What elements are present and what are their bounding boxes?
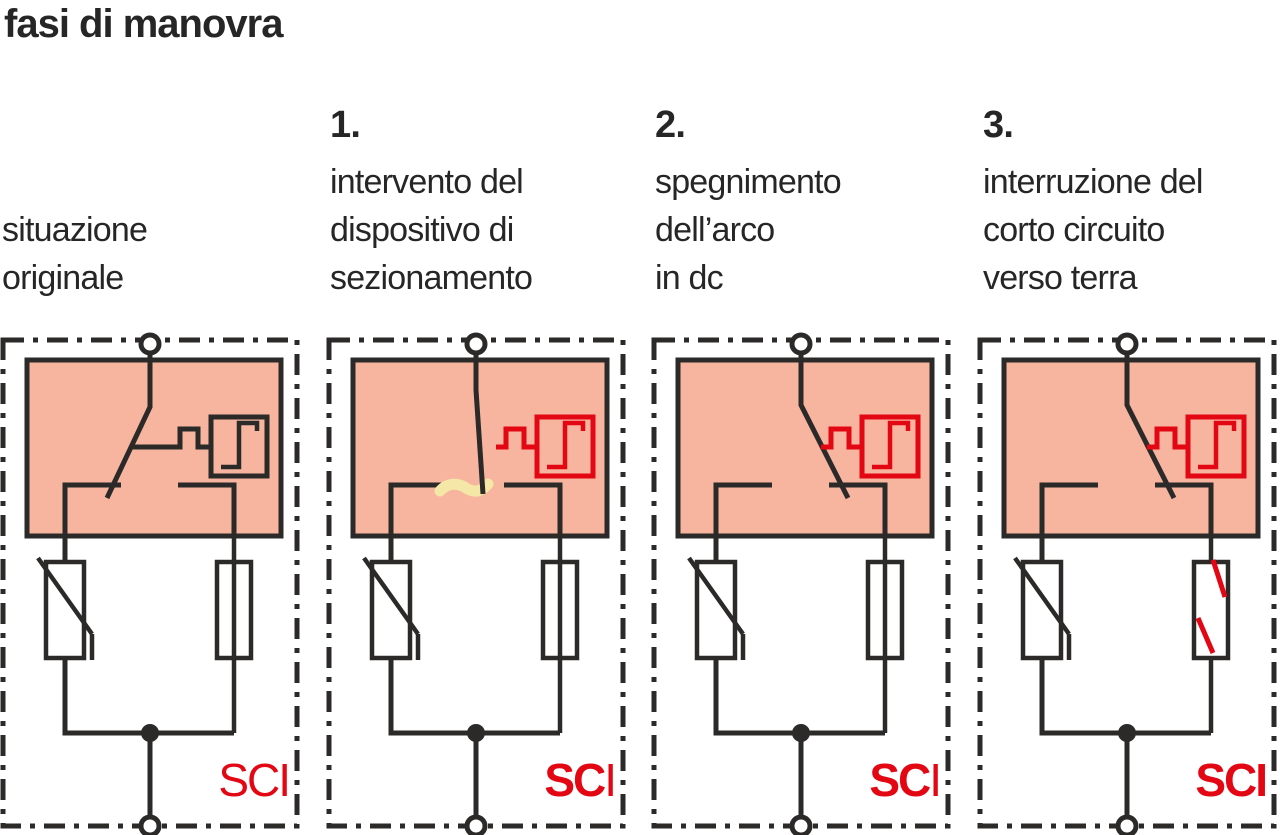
sci-label: SCI — [1195, 754, 1268, 806]
header-phase-1: 1. intervento del dispositivo di seziona… — [330, 100, 640, 302]
sci-label-sc: SC — [544, 754, 606, 806]
bottom-bus — [62, 658, 234, 736]
right-contact — [178, 482, 237, 537]
left-contact — [713, 482, 772, 562]
bottom-bus — [388, 658, 560, 736]
figure-title: fasi di manovra — [4, 2, 283, 46]
left-contact — [388, 482, 447, 562]
circuit-diagram — [326, 332, 626, 835]
sci-label: SCI — [544, 754, 617, 806]
phase-number: 2. — [655, 104, 686, 146]
circuit-diagram — [0, 332, 300, 835]
header-line: dell’arco — [655, 211, 775, 249]
bottom-bus — [713, 658, 885, 736]
fuse-symbol-broken — [1191, 537, 1231, 733]
sci-label-sc: SC — [218, 754, 280, 806]
trigger-pulse-icon-black — [131, 414, 270, 479]
header-line: interruzione del — [983, 163, 1203, 201]
header-line: originale — [2, 259, 124, 297]
left-contact — [1039, 482, 1098, 562]
header-line: intervento del — [330, 163, 524, 201]
switch-blade-closed-right — [798, 353, 851, 500]
trigger-pulse-icon-red — [496, 414, 596, 479]
panel-original-situation: SCI — [0, 330, 302, 835]
varistor-symbol — [1013, 556, 1072, 661]
bottom-terminal — [1115, 814, 1139, 835]
header-line: situazione — [2, 211, 148, 249]
sci-label-sc: SC — [869, 754, 931, 806]
left-contact — [62, 482, 121, 562]
header-phase-2: 2. spegnimento dell’arco in dc — [655, 100, 965, 302]
fuse-symbol-intact — [540, 537, 580, 733]
sci-label-i: I — [1255, 754, 1268, 806]
switch-blade-closed-right — [1124, 353, 1177, 500]
switch-blade-closed-left — [104, 353, 153, 500]
bottom-bus — [1039, 658, 1211, 736]
varistor-symbol — [362, 556, 421, 661]
circuit-diagram — [651, 332, 951, 835]
sci-label-i: I — [929, 754, 942, 806]
trigger-pulse-icon-red — [1147, 414, 1247, 479]
header-situazione-originale: situazione originale — [2, 206, 312, 302]
header-line: sezionamento — [330, 259, 533, 297]
right-contact — [1155, 482, 1214, 537]
sci-label: SCI — [869, 754, 942, 806]
sci-label-i: I — [604, 754, 617, 806]
phase-number: 3. — [983, 104, 1014, 146]
panel-phase-1: SCI — [326, 330, 628, 835]
switch-blade-open — [473, 353, 486, 495]
panel-phase-3: SCI — [977, 330, 1279, 835]
top-terminal — [789, 332, 813, 356]
bottom-terminal — [789, 814, 813, 835]
panel-phase-2: SCI — [651, 330, 953, 835]
header-line: verso terra — [983, 259, 1138, 297]
header-phase-3: 3. interruzione del corto circuito verso… — [983, 100, 1280, 302]
fuse-symbol-intact — [214, 537, 254, 733]
sci-label-sc: SC — [1195, 754, 1257, 806]
top-terminal — [464, 332, 488, 356]
trigger-pulse-icon-red — [821, 414, 921, 479]
top-terminal — [138, 332, 162, 356]
right-contact — [829, 482, 888, 537]
right-contact — [504, 482, 563, 537]
bottom-terminal — [138, 814, 162, 835]
varistor-symbol — [687, 556, 746, 661]
bottom-terminal — [464, 814, 488, 835]
top-terminal — [1115, 332, 1139, 356]
varistor-symbol — [36, 556, 95, 661]
sci-label: SCI — [218, 754, 291, 806]
sci-label-i: I — [278, 754, 291, 806]
header-line: spegnimento — [655, 163, 842, 201]
header-line: corto circuito — [983, 211, 1165, 249]
circuit-diagram — [977, 332, 1277, 835]
phase-number: 1. — [330, 104, 361, 146]
header-line: in dc — [655, 259, 724, 297]
header-line: dispositivo di — [330, 211, 514, 249]
fuse-symbol-intact — [865, 537, 905, 733]
